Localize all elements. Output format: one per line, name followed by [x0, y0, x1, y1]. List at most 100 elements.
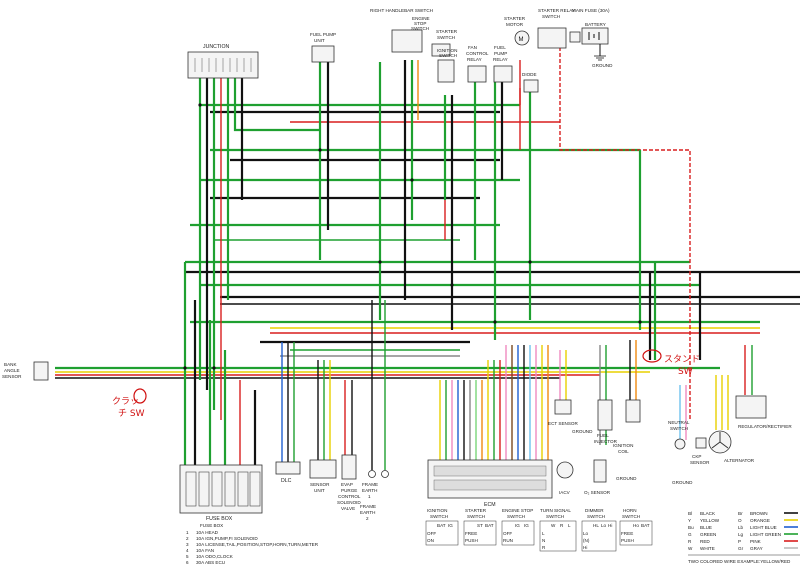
switch-table-1-col-2: IG — [448, 523, 453, 528]
ignition-switch-top-label-2: SWITCH — [439, 53, 457, 58]
fuse-num-6: 6 — [186, 560, 189, 565]
switch-table-3-name-2: SWITCH — [507, 514, 525, 519]
wire-harness — [55, 35, 800, 470]
switch-table-2-col-1: ST — [477, 523, 483, 528]
starter-motor-label-2: MOTOR — [506, 22, 524, 27]
switch-table-2-row-1: FREE — [465, 531, 477, 536]
junction-label: JUNCTION — [203, 44, 229, 50]
ckp-sensor: CKP SENSOR — [690, 437, 710, 465]
legend-code-gr: Gr — [738, 546, 744, 551]
switch-table-4-row-2: N — [542, 538, 545, 543]
legend-code-r: R — [688, 539, 692, 544]
legend-name-o: ORANGE — [750, 518, 770, 523]
bank-angle-sensor-label-1: BANK — [4, 362, 17, 367]
legend-code-g: G — [688, 532, 692, 537]
fuse-text-5: 10A ODO,CLOCK — [196, 554, 234, 559]
switch-table-6-row-1: FREE — [621, 531, 633, 536]
fan-control-relay-label-1: FAN — [468, 45, 477, 50]
fuse-num-2: 2 — [186, 536, 189, 541]
fuel-pump-unit: FUEL PUMP UNIT — [310, 32, 336, 63]
switch-table-6-row-2: PUSH — [621, 538, 634, 543]
neutral-switch-label-1: NEUTRAL — [668, 420, 690, 425]
starter-motor: M STARTER MOTOR — [504, 16, 530, 46]
battery-label: BATTERY — [585, 22, 606, 27]
legend-name-w: WHITE — [700, 546, 715, 551]
starter-switch-label-2: SWITCH — [437, 35, 455, 40]
legend-name-r: RED — [700, 539, 710, 544]
fan-control-relay: FAN CONTROL RELAY — [466, 45, 489, 83]
iacv: IACV — [556, 461, 574, 495]
switch-table-5-col-1: HL — [593, 523, 599, 528]
legend-code-o: O — [738, 518, 742, 523]
battery: BATTERY GROUND — [581, 22, 613, 68]
switch-table-4-col-1: W — [551, 523, 556, 528]
switch-table-4-name-1: TURN SIGNAL — [540, 508, 571, 513]
ckp-label-1: CKP — [692, 454, 701, 459]
diode: DIODE — [522, 72, 539, 93]
legend-code-p: P — [738, 539, 741, 544]
fan-control-relay-label-2: CONTROL — [466, 51, 489, 56]
sensor-unit-label-1: SENSOR — [310, 482, 330, 487]
fuse-text-6: 30A ABS ECU — [196, 560, 225, 565]
alternator-label: ALTERNATOR — [724, 458, 755, 463]
right-handlebar-switch-label: RIGHT HANDLEBAR SWITCH — [370, 8, 433, 13]
handwritten-stand-2: SW — [678, 367, 693, 377]
sensor-unit: SENSOR UNIT — [309, 459, 337, 493]
switch-table-starter: STARTER SWITCH ST BAT FREE PUSH — [463, 508, 497, 546]
legend-note: TWO COLORED WIRE EXAMPLE:YELLOW/RED — [688, 559, 791, 564]
o2-sensor-label: O₂ SENSOR — [584, 490, 611, 495]
handwritten-clutch-1: クラッ — [112, 396, 139, 407]
evap-label-5: VALVE — [341, 506, 355, 511]
evap-label-1: EVAP — [341, 482, 353, 487]
handwritten-annotations: クラッ チ SW スタンド SW — [112, 349, 700, 419]
coil-ground-label: GROUND — [616, 476, 637, 481]
switch-table-6-col-1: Ho — [633, 523, 639, 528]
legend-code-bl: Bl — [688, 511, 692, 516]
switch-table-1-row-1: OFF — [427, 531, 436, 536]
switch-table-engine-stop: ENGINE STOP SWITCH IG IG OFF RUN — [501, 508, 535, 546]
motor-icon: M — [519, 37, 524, 43]
annotation-circle-clutch — [133, 388, 147, 404]
legend-name-lg: LIGHT GREEN — [750, 532, 781, 537]
switch-table-2-col-2: BAT — [485, 523, 494, 528]
ignition-coil-label-1: IGNITION — [613, 443, 633, 448]
switch-table-1-col-1: BAT — [437, 523, 446, 528]
fuel-pump-unit-label-1: FUEL PUMP — [310, 32, 336, 37]
fuel-pump-relay-label-2: PUMP — [494, 51, 507, 56]
switch-table-5-row-1: Lo — [583, 531, 589, 536]
switch-table-1-name-2: SWITCH — [430, 514, 448, 519]
junction: JUNCTION — [187, 44, 259, 79]
neutral-switch-label-2: SWITCH — [670, 426, 688, 431]
ect-ground-label: GROUND — [572, 429, 593, 434]
switch-table-5-name-2: SWITCH — [587, 514, 605, 519]
battery-ground-label: GROUND — [592, 63, 613, 68]
switch-table-2-name-2: SWITCH — [467, 514, 485, 519]
right-handlebar-switch: RIGHT HANDLEBAR SWITCH ENGINE STOP SWITC… — [370, 8, 433, 53]
ignition-coil-label-2: COIL — [618, 449, 629, 454]
engine-stop-switch-label-2: STOP — [414, 21, 426, 26]
switch-table-4-row-3: R — [542, 545, 546, 550]
switch-table-dimmer: DIMMER SWITCH HL Lo Hi Lo (N) Hi — [581, 508, 617, 552]
diode-label: DIODE — [522, 72, 537, 77]
neutral-switch: NEUTRAL SWITCH GROUND — [668, 420, 693, 485]
switch-table-2-row-2: PUSH — [465, 538, 478, 543]
legend-name-gr: GRAY — [750, 546, 763, 551]
dlc-label: DLC — [281, 478, 292, 484]
switch-table-2-name-1: STARTER — [465, 508, 487, 513]
fuel-injector-label-1: FUEL — [597, 433, 609, 438]
ecm: ECM — [427, 459, 553, 508]
legend-code-bu: Bu — [688, 525, 694, 530]
switch-table-4-name-2: SWITCH — [546, 514, 564, 519]
switch-table-5-col-3: Hi — [608, 523, 612, 528]
evap-label-2: PURGE — [341, 488, 357, 493]
switch-table-horn: HORN SWITCH Ho BAT FREE PUSH — [619, 508, 653, 546]
fuse-num-3: 3 — [186, 542, 189, 547]
engine-stop-switch-label-3: SWITCH — [411, 26, 429, 31]
dlc: DLC — [275, 461, 301, 484]
alternator: ALTERNATOR — [708, 430, 755, 463]
fuse-text-2: 10A IGN,PUMP,FI SOLENOID — [196, 536, 258, 541]
regulator-rectifier: REGULATOR/RECTIFIER — [735, 395, 792, 429]
ect-sensor-label: ECT SENSOR — [548, 421, 578, 426]
legend-name-y: YELLOW — [700, 518, 720, 523]
